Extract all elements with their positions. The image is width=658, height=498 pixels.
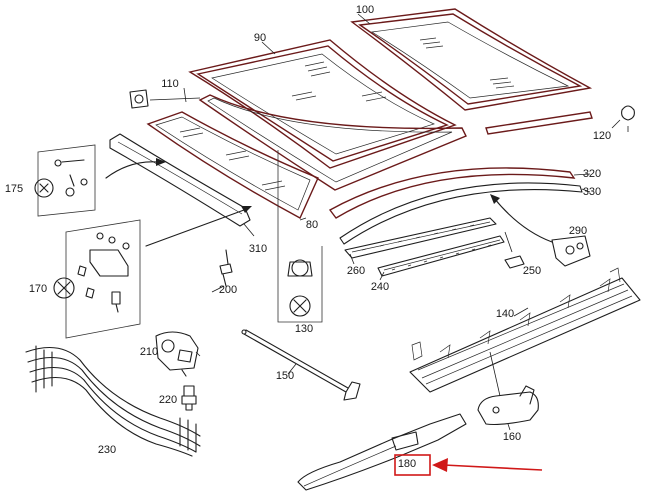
fastener-group-130[interactable] (277, 150, 323, 323)
fastener-group-175[interactable] (34, 144, 96, 217)
label-80: 80 (306, 219, 318, 231)
arrow-170 (145, 209, 245, 247)
arrowhead-170 (241, 206, 252, 213)
clip-110-icon (129, 89, 201, 109)
leader-210 (195, 351, 201, 357)
leader-260 (349, 253, 355, 265)
label-290: 290 (569, 225, 587, 237)
rod-150[interactable] (241, 329, 361, 401)
label-120: 120 (593, 130, 611, 142)
leader-150 (287, 363, 297, 375)
leader-310 (243, 223, 255, 237)
leader-80 (299, 217, 307, 221)
strip-120[interactable] (485, 105, 635, 135)
label-175: 175 (5, 183, 23, 195)
arrowhead-175 (156, 158, 166, 166)
label-90: 90 (254, 32, 266, 44)
label-200: 200 (219, 284, 237, 296)
bolt-200[interactable] (219, 249, 233, 287)
arrowhead-290 (490, 194, 500, 204)
label-180: 180 (398, 458, 416, 470)
label-330: 330 (583, 186, 601, 198)
leader-200 (211, 285, 225, 293)
label-260: 260 (347, 265, 365, 277)
arrow-175 (105, 161, 159, 179)
rail-strip-310[interactable] (109, 133, 251, 227)
hinge-group-170[interactable] (53, 219, 141, 339)
clip-250[interactable] (504, 231, 525, 269)
label-240: 240 (371, 281, 389, 293)
label-320: 320 (583, 168, 601, 180)
label-160: 160 (503, 431, 521, 443)
label-250: 250 (523, 265, 541, 277)
leader-240 (379, 271, 385, 281)
label-110: 110 (161, 78, 179, 90)
drain-hoses-230[interactable] (25, 345, 201, 457)
label-130: 130 (295, 323, 313, 335)
strip-320-330[interactable] (328, 167, 591, 245)
motor-210[interactable] (155, 331, 199, 377)
leader-110 (183, 87, 187, 103)
frame-140[interactable] (409, 267, 641, 393)
label-100: 100 (356, 4, 374, 16)
glass-panel-90[interactable] (188, 39, 457, 169)
label-310: 310 (249, 243, 267, 255)
leader-90 (261, 41, 276, 55)
seal-frame-110[interactable] (198, 94, 467, 191)
bushing-220[interactable] (181, 385, 197, 411)
leader-100 (357, 13, 371, 25)
label-140: 140 (496, 308, 514, 320)
label-230: 230 (98, 444, 116, 456)
label-220: 220 (159, 394, 177, 406)
highlight-arrow-line (443, 464, 543, 471)
label-170: 170 (29, 283, 47, 295)
motor-290[interactable] (551, 235, 591, 267)
inner-panel-80[interactable] (146, 111, 319, 219)
glass-panel-100[interactable] (350, 8, 593, 111)
leader-120 (611, 119, 621, 129)
label-210: 210 (140, 346, 158, 358)
cable-arm-180[interactable] (297, 413, 467, 491)
rail-240[interactable] (377, 235, 505, 277)
highlight-box-180 (394, 454, 431, 476)
label-150: 150 (276, 370, 294, 382)
bracket-160[interactable] (477, 351, 539, 431)
rail-260[interactable] (344, 217, 497, 259)
highlight-arrowhead (432, 458, 448, 472)
arrow-290 (493, 197, 553, 243)
